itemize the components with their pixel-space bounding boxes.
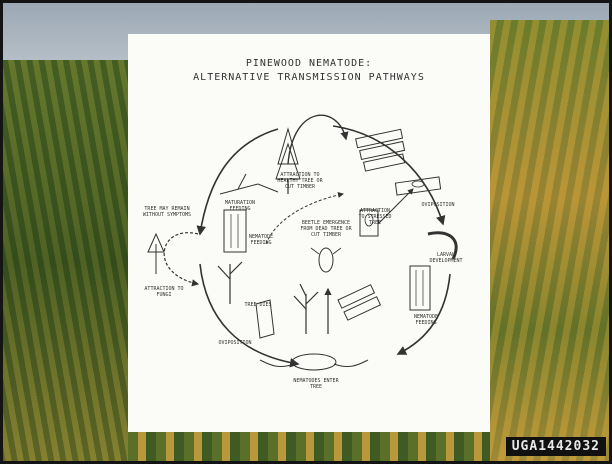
small-beetle-icon bbox=[359, 209, 379, 237]
bark-section-right-icon bbox=[409, 265, 431, 311]
label-nematode-feeding-left: NEMATODE FEEDING bbox=[248, 234, 274, 246]
beetle-on-log-icon bbox=[394, 176, 442, 196]
side-loop-left bbox=[163, 232, 200, 287]
inner-arrow-right bbox=[377, 188, 414, 225]
label-oviposition-top: OVIPOSITION bbox=[421, 202, 455, 208]
forest-bottom-treeline bbox=[128, 432, 490, 464]
dead-tree-center-icon bbox=[293, 283, 319, 334]
outer-cycle-arrow-top-left bbox=[196, 128, 279, 236]
label-tree-dies: TREE DIES bbox=[244, 302, 272, 308]
healthy-pine-tree-icon bbox=[275, 127, 301, 194]
label-maturation-feeding: MATURATION FEEDING bbox=[224, 200, 256, 212]
inner-arrow-dashed bbox=[265, 192, 344, 245]
outer-cycle-arrow-top-right bbox=[332, 125, 446, 226]
bark-sample-icon bbox=[255, 299, 275, 339]
outer-cycle-arrow-right bbox=[396, 273, 451, 355]
label-attraction-stressed: ATTRACTION TO STRESSED TREE bbox=[358, 208, 392, 226]
label-beetle-emergence: BEETLE EMERGENCE FROM DEAD TREE OR CUT T… bbox=[300, 220, 352, 238]
label-attraction-healthy: ATTRACTION TO HEALTHY TREE OR CUT TIMBER bbox=[277, 172, 323, 190]
label-oviposition-left: OVIPOSITION bbox=[218, 340, 252, 346]
larva-icon bbox=[427, 231, 458, 260]
transmission-cycle-diagram bbox=[147, 114, 458, 371]
branch-sketch-icon bbox=[219, 173, 279, 195]
label-tree-may-remain: TREE MAY REMAIN WITHOUT SYMPTOMS bbox=[142, 206, 192, 218]
label-nematode-feeding-right: NEMATODE FEEDING bbox=[413, 314, 439, 326]
diagram-title: PINEWOOD NEMATODE: bbox=[245, 58, 373, 69]
roots-icon bbox=[259, 353, 369, 371]
small-tree-left-icon bbox=[147, 232, 165, 274]
image-id-watermark: UGA1442032 bbox=[505, 437, 606, 456]
label-nematodes-enter: NEMATODES ENTER TREE bbox=[293, 378, 339, 390]
cut-logs-center-icon bbox=[337, 284, 382, 321]
cut-timber-icon bbox=[355, 128, 406, 172]
dead-tree-left-icon bbox=[217, 261, 243, 304]
label-attraction-fungi: ATTRACTION TO FUNGI bbox=[144, 286, 184, 298]
outer-cycle-arrow-bottom-left bbox=[199, 263, 300, 368]
forest-right-hillside bbox=[490, 20, 612, 464]
top-loop-arrow bbox=[287, 114, 349, 165]
bark-section-left-icon bbox=[223, 209, 247, 253]
diagram-subtitle: ALTERNATIVE TRANSMISSION PATHWAYS bbox=[193, 72, 425, 83]
label-larval-development: LARVAL DEVELOPMENT bbox=[429, 252, 463, 264]
forest-left-hillside bbox=[0, 60, 128, 464]
beetle-icon bbox=[310, 247, 342, 273]
diagram-panel: PINEWOOD NEMATODE: ALTERNATIVE TRANSMISS… bbox=[128, 34, 490, 432]
